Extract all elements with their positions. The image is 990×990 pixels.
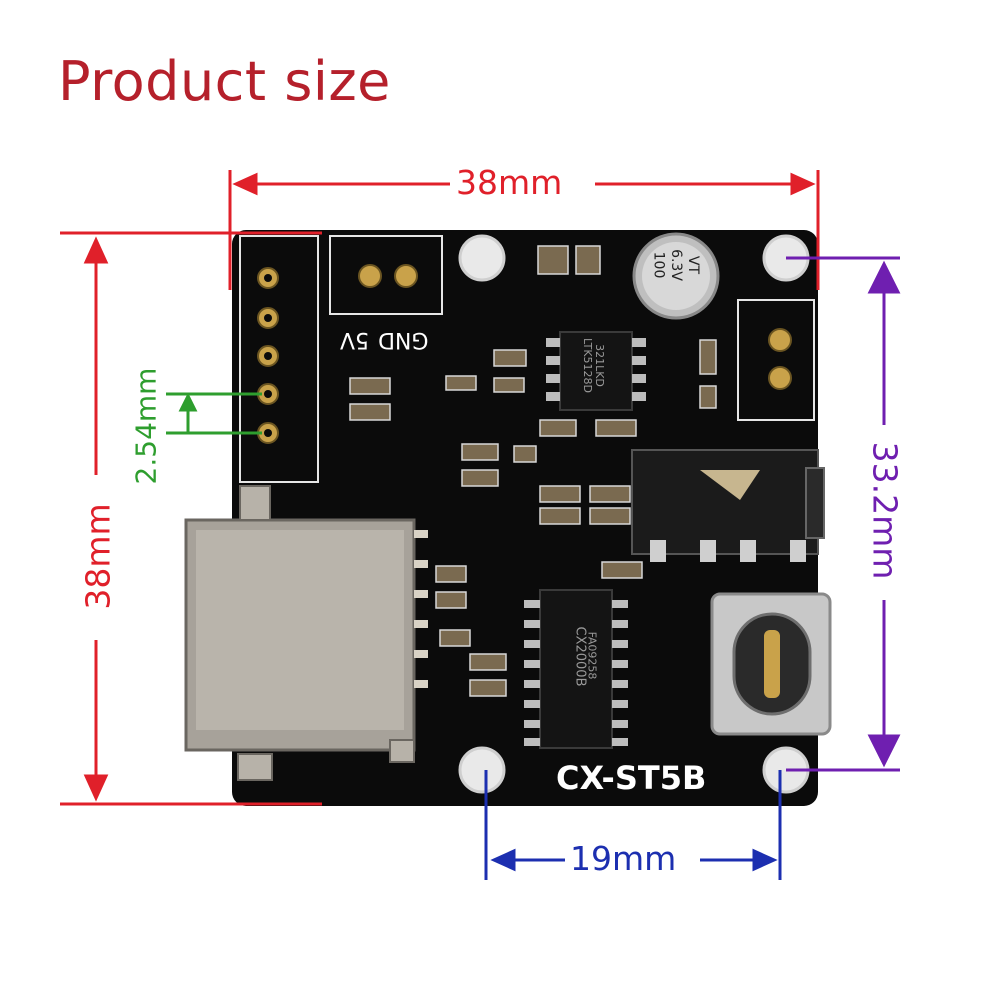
hole-vertical-label: 33.2mm [865, 441, 905, 580]
hole-horizontal-label: 19mm [570, 839, 677, 878]
page-title: Product size [58, 50, 391, 113]
audio-jack [631, 449, 819, 555]
smd-components [349, 245, 717, 697]
pin-header [257, 267, 279, 444]
power-connector [358, 264, 418, 288]
cap-text-2: 6.3V [667, 249, 684, 281]
board-model-label: CX-ST5B [556, 759, 707, 797]
amplifier-chip [559, 331, 633, 411]
chip-top-line2: 321LKD [592, 344, 606, 387]
decoder-chip [539, 589, 613, 749]
chip-bottom-line2: FA09258 [585, 631, 599, 680]
pin-pitch-label: 2.54mm [129, 367, 163, 485]
silk-5v-label: 5V [340, 327, 370, 352]
cap-text-1: 100 [650, 251, 667, 279]
chip-top-line1: LTK5128D [581, 337, 595, 394]
speaker-connector [768, 328, 792, 390]
mounting-hole [458, 234, 506, 282]
height-dimension-label: 38mm [78, 503, 118, 610]
width-dimension-label: 38mm [456, 163, 563, 202]
silk-gnd-label: GND [378, 327, 429, 352]
cap-text-3: VT [685, 255, 702, 275]
mounting-hole [458, 746, 506, 794]
